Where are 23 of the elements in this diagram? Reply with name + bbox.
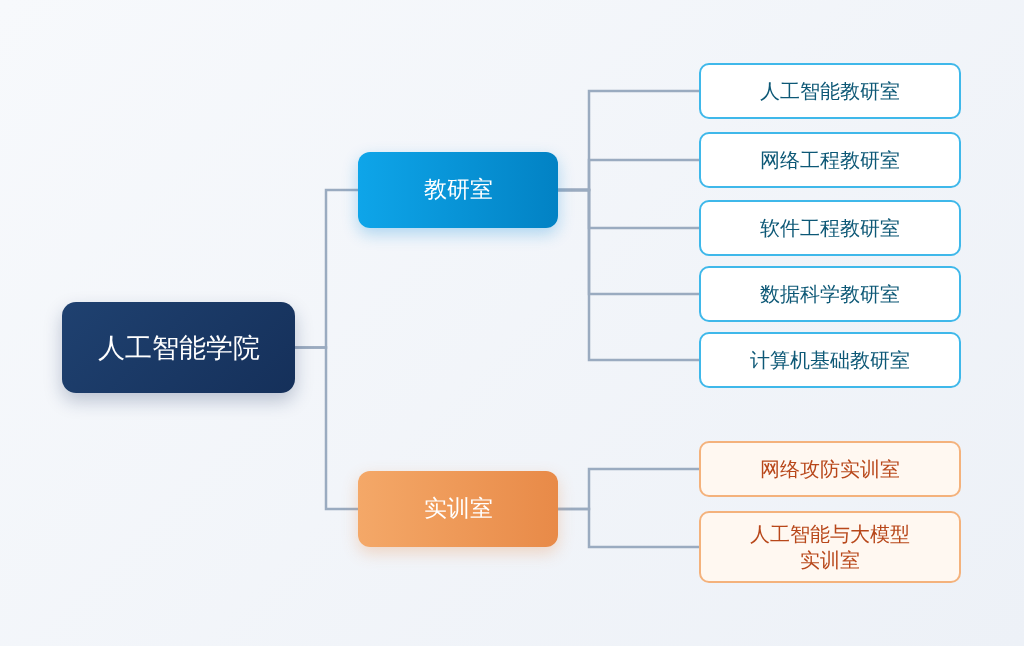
category-box — [358, 471, 558, 547]
room-box — [699, 511, 961, 583]
root-box — [62, 302, 295, 393]
node-label: 人工智能学院 — [97, 330, 260, 365]
room-box — [699, 266, 961, 322]
connector-line — [295, 346, 358, 511]
node-label: 数据科学教研室 — [760, 281, 900, 307]
room-box — [699, 132, 961, 188]
node-label: 教研室 — [423, 175, 493, 205]
node-label: 人工智能教研室 — [760, 78, 900, 104]
node-label: 计算机基础教研室 — [750, 347, 910, 373]
category-box — [358, 152, 558, 228]
connector-line — [558, 188, 699, 362]
node-label: 实训室 — [423, 494, 493, 524]
connector-line — [558, 507, 699, 549]
room-box — [699, 200, 961, 256]
room-box — [699, 332, 961, 388]
room-box — [699, 63, 961, 119]
room-box — [699, 441, 961, 497]
node-label: 软件工程教研室 — [760, 215, 900, 241]
node-label: 人工智能与大模型实训室 — [749, 521, 911, 573]
node-label: 网络攻防实训室 — [760, 456, 900, 482]
node-label: 网络工程教研室 — [760, 147, 900, 173]
